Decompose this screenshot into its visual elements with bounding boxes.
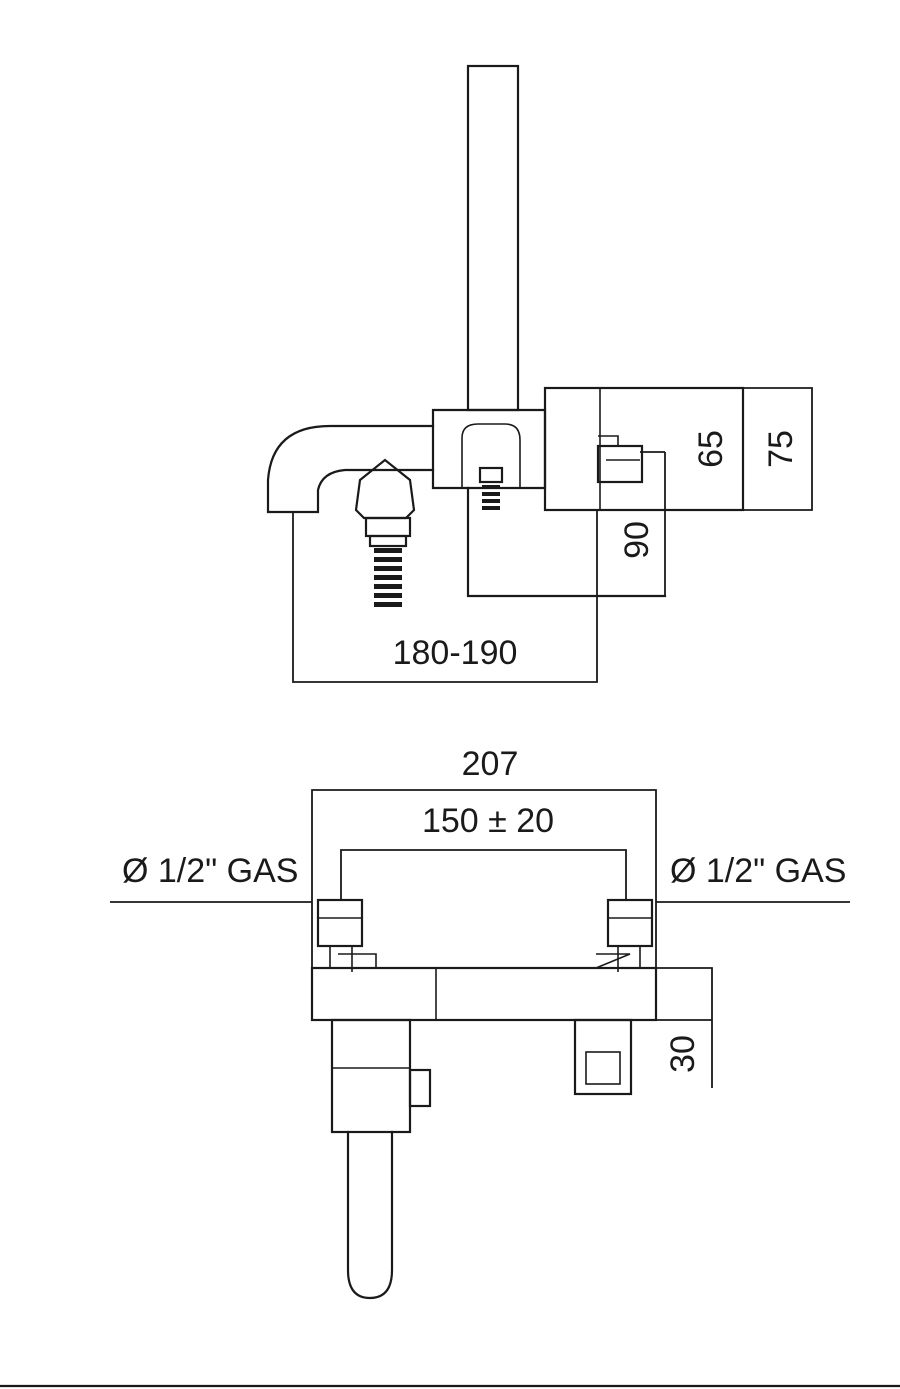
diverter-thread — [374, 548, 402, 607]
dim-180-190-line — [292, 510, 598, 683]
side-view: 75 65 90 180-190 — [266, 64, 813, 683]
spout-bottom — [330, 1018, 432, 1300]
diverter-knob — [354, 458, 416, 520]
lever-handle-bottom — [573, 1018, 633, 1096]
eccentric-connector-right — [595, 898, 654, 972]
dim-75-line — [743, 387, 813, 511]
mixer-body-bottom — [310, 966, 658, 1022]
dim-150-20: 150 ± 20 — [422, 802, 554, 840]
inlet-label-left: Ø 1/2" GAS — [122, 852, 298, 890]
eccentric-connector-left — [316, 898, 377, 972]
dim-180-190: 180-190 — [393, 634, 518, 672]
dim-150-line — [340, 849, 627, 900]
dim-207-line — [311, 789, 657, 968]
dim-207: 207 — [462, 745, 519, 783]
hand-shower — [466, 64, 520, 412]
dim-30: 30 — [664, 1035, 702, 1073]
dim-30-line — [656, 967, 713, 1088]
bath-spout — [266, 424, 435, 514]
diverter-collar — [368, 534, 408, 548]
diverter-stem — [364, 516, 412, 538]
dim-65: 65 — [692, 430, 730, 468]
hose-connector — [478, 466, 504, 510]
lever-handle — [596, 435, 644, 484]
wall-mount — [466, 486, 667, 598]
holder-bracket — [461, 423, 521, 488]
dim-90: 90 — [618, 521, 656, 559]
shower-holder — [431, 408, 547, 490]
bottom-view: 207 150 ± 20 Ø 1/2" GAS Ø 1/2" GAS 3 — [110, 745, 850, 1300]
dim-75: 75 — [762, 430, 800, 468]
inlet-label-right: Ø 1/2" GAS — [670, 852, 846, 890]
